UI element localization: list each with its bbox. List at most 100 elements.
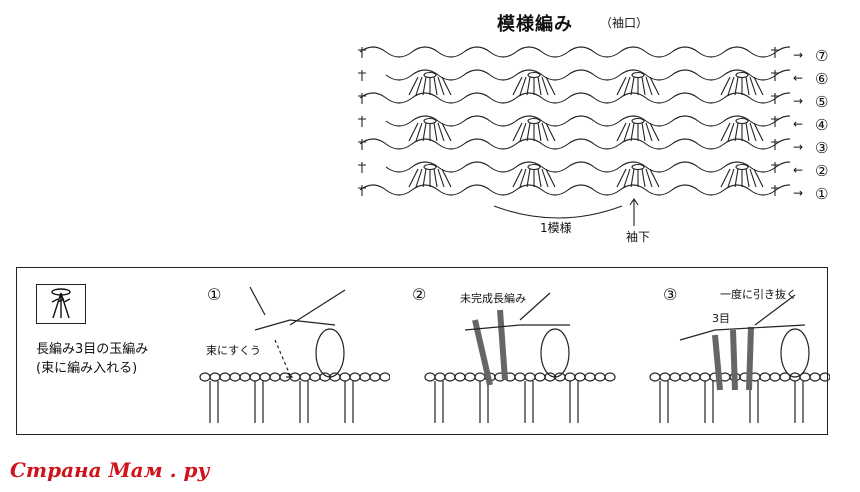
- step-1-illustration: [199, 286, 390, 423]
- edge-stitch: [358, 139, 366, 150]
- edge-stitch: [358, 116, 366, 127]
- chain-arc: [463, 92, 517, 104]
- fan-stitch: [512, 122, 523, 142]
- chain-arc: [775, 92, 790, 99]
- symbol-description-note: (束に編み入れる): [36, 361, 138, 376]
- chain-arc: [541, 161, 595, 173]
- fan-stitch: [422, 76, 427, 96]
- fan-stitch: [641, 168, 646, 188]
- chain-arc: [463, 184, 517, 196]
- fan-stitch: [745, 122, 750, 142]
- cluster-top: [423, 117, 437, 125]
- fan-stitch: [623, 122, 631, 142]
- row-number: ⑦: [815, 47, 829, 65]
- chain-arc: [411, 46, 465, 58]
- sleeve-under-label: 袖下: [626, 230, 651, 244]
- fan-stitch: [727, 122, 735, 142]
- chain-arc: [541, 115, 595, 127]
- row-direction-arrow: ←: [793, 163, 804, 177]
- chain-arc: [619, 92, 673, 104]
- dc-post: [299, 381, 309, 423]
- fan-stitch: [616, 76, 627, 96]
- chain-loop: [209, 372, 221, 382]
- fan-stitch: [749, 76, 757, 96]
- chain-loop: [199, 372, 211, 382]
- chain-arc: [775, 46, 790, 53]
- row-number: ①: [815, 185, 829, 203]
- row-direction-arrow: →: [793, 94, 804, 108]
- fan-stitch: [537, 76, 542, 96]
- row-number: ④: [815, 116, 829, 134]
- chain-loop: [659, 372, 671, 382]
- fan-stitch: [649, 122, 660, 142]
- fan-stitch: [645, 76, 653, 96]
- chain-arc: [645, 115, 699, 127]
- fan-stitch: [437, 76, 445, 96]
- cluster-stitch-symbol: [36, 284, 86, 324]
- fan-stitch: [616, 122, 627, 142]
- edge-stitch: [358, 162, 366, 173]
- chain-loop: [534, 372, 546, 382]
- three-dc-cluster-icon: [51, 288, 71, 319]
- chain-loop: [649, 372, 661, 382]
- chain-loop: [464, 372, 476, 382]
- edge-stitch: [358, 70, 366, 81]
- step-3-illustration: [649, 294, 830, 423]
- chain-arc: [463, 138, 517, 150]
- fan-stitch: [545, 122, 556, 142]
- chain-loop: [434, 372, 446, 382]
- fan-stitch: [422, 168, 427, 188]
- chain-arc: [385, 69, 439, 81]
- fan-stitch: [734, 76, 739, 96]
- cluster-top: [527, 163, 541, 171]
- chain-arc: [437, 69, 491, 81]
- edge-stitch: [771, 185, 779, 196]
- fan-stitch: [519, 168, 527, 188]
- step-2-illustration: [424, 292, 616, 423]
- fan-stitch: [537, 168, 542, 188]
- cluster-top: [631, 163, 645, 171]
- chain-loop: [339, 372, 351, 382]
- fan-stitch: [526, 76, 531, 96]
- chain-arc: [671, 92, 725, 104]
- chain-arc: [749, 161, 790, 173]
- fan-stitch: [422, 122, 427, 142]
- chain-loop: [349, 372, 361, 382]
- edge-stitch: [771, 93, 779, 104]
- edge-stitch: [358, 47, 366, 58]
- fan-stitch: [645, 168, 653, 188]
- row-direction-arrow: ←: [793, 117, 804, 131]
- fan-stitch: [753, 122, 764, 142]
- step-2-number: ②: [412, 285, 427, 304]
- chain-arc: [489, 115, 543, 127]
- row-direction-arrow: →: [793, 140, 804, 154]
- fan-stitch: [408, 76, 419, 96]
- fan-stitch: [727, 76, 735, 96]
- chain-arc: [723, 46, 777, 58]
- chain-loop: [574, 372, 586, 382]
- fan-stitch: [720, 168, 731, 188]
- cluster-top: [631, 117, 645, 125]
- fan-stitch: [753, 76, 764, 96]
- chain-loop: [369, 372, 381, 382]
- fan-stitch: [441, 168, 452, 188]
- dc-post: [704, 381, 714, 423]
- fan-stitch: [437, 168, 445, 188]
- row-direction-arrow: →: [793, 186, 804, 200]
- step-1-number: ①: [207, 285, 222, 304]
- chain-loop: [819, 372, 830, 382]
- chain-arc: [541, 69, 595, 81]
- cluster-top: [735, 163, 749, 171]
- chain-loop: [594, 372, 606, 382]
- edge-stitch: [358, 185, 366, 196]
- chain-arc: [697, 69, 751, 81]
- chain-loop: [219, 372, 231, 382]
- chain-arc: [619, 184, 673, 196]
- chain-arc: [775, 184, 790, 191]
- edge-stitch: [358, 93, 366, 104]
- fan-stitch: [749, 122, 757, 142]
- fan-stitch: [734, 168, 739, 188]
- fan-stitch: [645, 122, 653, 142]
- dc-post: [434, 381, 444, 423]
- cluster-top: [735, 71, 749, 79]
